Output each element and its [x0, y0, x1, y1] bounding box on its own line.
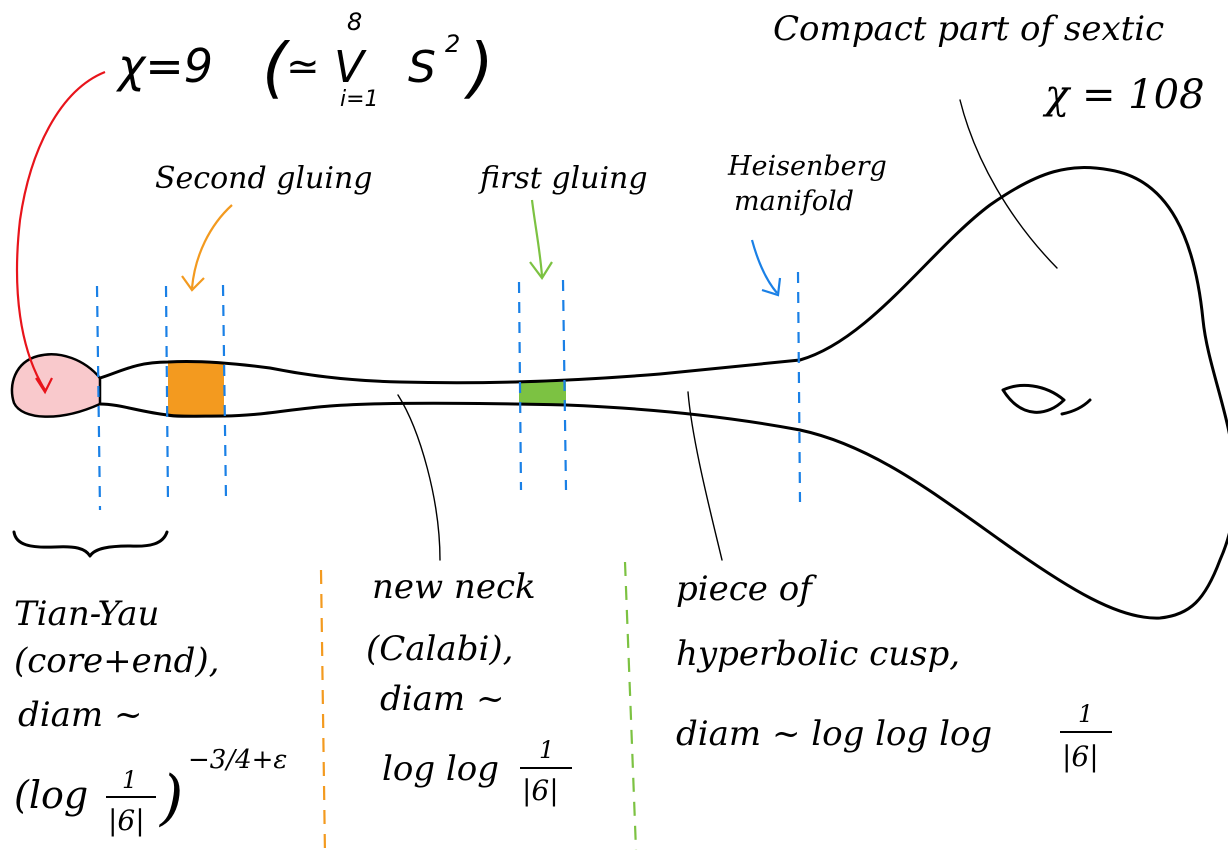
first-gluing-arrowhead — [529, 261, 553, 280]
first-gluing-label: first gluing — [478, 161, 648, 196]
neck-frac-num: 1 — [539, 736, 554, 764]
cusp-line2: hyperbolic cusp, — [676, 634, 960, 674]
neck-line1: new neck — [372, 567, 536, 607]
chi9-approx: ≃ — [286, 44, 320, 90]
cut-line-2 — [164, 285, 170, 506]
tian-yau-frac-num: 1 — [122, 766, 137, 794]
tian-yau-log-close: ) — [158, 763, 183, 833]
sextic-pointer — [959, 99, 1058, 269]
first-gluing-region — [519, 382, 566, 405]
cusp-frac-den: |6| — [1062, 740, 1099, 773]
second-gluing-arrow — [190, 204, 233, 289]
chi9-sphere-exp: 2 — [445, 30, 460, 58]
heisenberg-arrowhead — [761, 277, 782, 297]
cut-lines — [95, 271, 802, 511]
second-gluing-arrowhead — [181, 275, 205, 292]
second-gluing-label: Second gluing — [155, 161, 372, 196]
cusp-pointer — [687, 391, 723, 561]
tian-yau-text: Tian-Yau (core+end), diam ~ (log 1 |6| )… — [14, 594, 287, 837]
chi9-close-paren: ) — [463, 29, 494, 106]
divider-neck-cusp — [623, 561, 638, 851]
cut-line-3 — [221, 284, 228, 501]
divider-tian-yau-neck — [319, 569, 327, 856]
first-gluing-arrow — [530, 199, 544, 277]
chi9-wedge-lower: i=1 — [340, 87, 379, 112]
cusp-text: piece of hyperbolic cusp, diam ~ log log… — [676, 569, 1112, 773]
handle-symbol — [1001, 383, 1066, 414]
neck-frac-den: |6| — [522, 774, 559, 807]
tian-yau-frac-den: |6| — [108, 804, 145, 837]
neck-text: new neck (Calabi), diam ~ log log 1 |6| — [366, 567, 572, 807]
tian-yau-line1: Tian-Yau — [14, 594, 159, 634]
chi9-label: χ=9 — [115, 39, 213, 93]
cut-line-4 — [517, 281, 523, 491]
sextic-title: Compact part of sextic — [773, 9, 1164, 49]
chi9-pointer-arrowhead — [35, 377, 53, 395]
manifold-outline — [98, 166, 1228, 620]
heisenberg-label-line1: Heisenberg — [727, 151, 887, 182]
tian-yau-core-bulb — [10, 353, 102, 418]
tian-yau-line2: (core+end), — [14, 641, 220, 681]
neck-line2: (Calabi), — [366, 629, 513, 669]
heisenberg-label-line2: manifold — [734, 186, 854, 217]
chi9-sphere: S — [408, 42, 436, 93]
tian-yau-exponent: −3/4+ε — [188, 745, 287, 775]
chi9-wedge-upper: 8 — [347, 8, 362, 36]
cusp-line1: piece of — [676, 569, 817, 609]
second-gluing-region — [168, 362, 224, 417]
tian-yau-log-open: (log — [14, 773, 88, 817]
heisenberg-arrow — [750, 239, 778, 294]
handle-symbol-tail — [1060, 398, 1092, 416]
cusp-frac-num: 1 — [1078, 700, 1093, 728]
tian-yau-brace — [12, 530, 169, 558]
cut-line-1 — [95, 285, 102, 511]
cut-line-6 — [796, 271, 802, 503]
neck-pointer — [397, 394, 441, 561]
neck-line3: diam ~ — [380, 679, 504, 719]
cusp-line3: diam ~ log log log — [676, 714, 992, 754]
tian-yau-line3: diam ~ — [18, 695, 142, 735]
chi9-open-paren: ( — [262, 29, 291, 106]
chi9-wedge: V — [334, 42, 367, 93]
cut-line-5 — [561, 279, 568, 491]
chi9-formula: χ=9 ( ≃ V 8 i=1 S 2 ) — [115, 8, 494, 112]
sextic-chi: χ = 108 — [1042, 72, 1205, 118]
neck-line4: log log — [382, 749, 499, 789]
chi9-pointer — [15, 70, 106, 391]
